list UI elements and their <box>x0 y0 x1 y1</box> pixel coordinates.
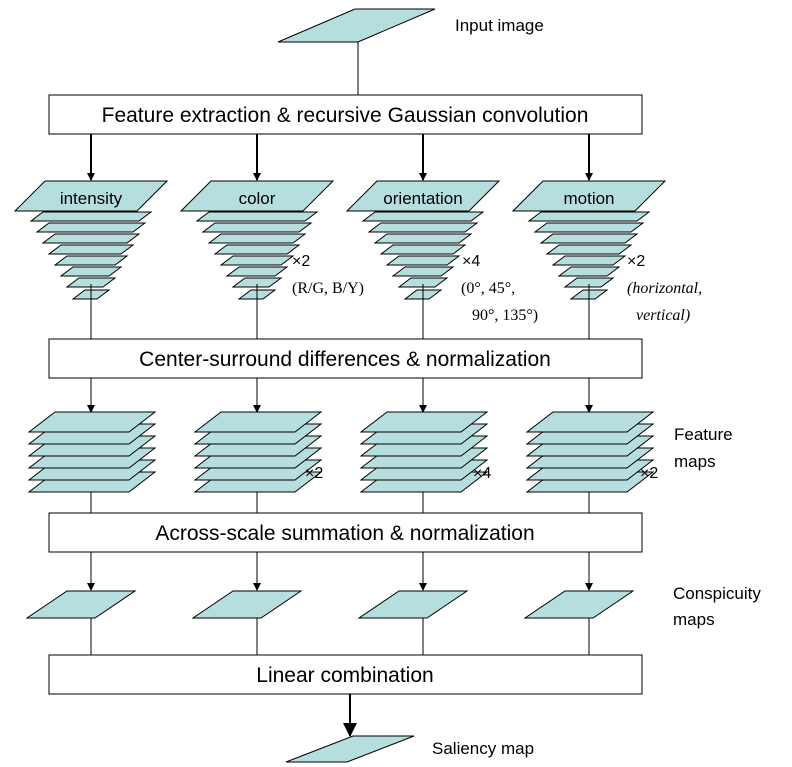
conspicuity-label-1: Conspicuity <box>673 584 761 603</box>
center-surround-box <box>48 338 643 379</box>
across-scale-box <box>48 512 643 553</box>
pyramid-arrows <box>87 134 593 181</box>
intensity-pyramid-level <box>13 180 169 212</box>
color-pyramid-level <box>225 266 289 277</box>
color-pyramid-level <box>195 211 319 222</box>
motion-pyramid <box>511 180 667 300</box>
motion-pyramid-level <box>511 180 667 212</box>
channel-label-color: color <box>239 189 276 208</box>
saliency-map-label: Saliency map <box>432 739 534 758</box>
orientation-pyramid-multiplier: ×4 <box>462 253 480 270</box>
motion-feature-map <box>525 411 655 433</box>
channel-label-motion: motion <box>563 189 614 208</box>
feature-extraction-box <box>48 94 643 135</box>
intensity-pyramid-level <box>35 222 147 233</box>
intensity-feature-map-stack <box>27 411 157 493</box>
saliency-map-shape <box>285 735 415 763</box>
motion-pyramid-level <box>545 244 633 255</box>
feature-maps-label-1: Feature <box>674 425 733 444</box>
color-pyramid-level <box>213 244 301 255</box>
motion-pyramid-level <box>533 222 645 233</box>
pyramid-connectors <box>90 284 590 339</box>
across-scale-label: Across-scale summation & normalization <box>155 522 534 545</box>
color-feature-map <box>193 411 323 433</box>
orientation-conspicuity-map <box>357 590 469 619</box>
channel-label-intensity: intensity <box>60 189 123 208</box>
conspicuity-connectors <box>90 618 590 655</box>
motion-note-line1: (horizontal, <box>627 280 702 297</box>
intensity-pyramid-level <box>59 266 123 277</box>
motion-note-line2: vertical) <box>636 307 690 324</box>
orientation-pyramid <box>345 180 501 300</box>
intensity-pyramid-level <box>53 255 129 266</box>
motion-pyramid-level <box>551 255 627 266</box>
pyramids <box>13 180 667 300</box>
motion-feature-multiplier: ×2 <box>640 465 658 482</box>
orientation-pyramid-level <box>367 222 479 233</box>
intensity-pyramid-level <box>41 233 141 244</box>
orientation-feature-map-stack <box>359 411 489 493</box>
orientation-pyramid-level <box>379 244 467 255</box>
feature-connectors <box>90 492 590 513</box>
intensity-pyramid-level <box>29 211 153 222</box>
orientation-feature-map <box>359 411 489 433</box>
intensity-pyramid <box>13 180 169 300</box>
feature-map-arrows <box>87 378 593 413</box>
linear-combination-box <box>48 654 643 695</box>
intensity-feature-map <box>27 411 157 433</box>
feature-extraction-label: Feature extraction & recursive Gaussian … <box>102 104 589 127</box>
orientation-pyramid-level <box>345 180 501 212</box>
orientation-pyramid-level <box>385 255 461 266</box>
color-feature-multiplier: ×2 <box>305 465 323 482</box>
orientation-note-line2: 90°, 135°) <box>472 307 538 324</box>
motion-pyramid-multiplier: ×2 <box>627 253 645 270</box>
color-pyramid-level <box>179 180 335 212</box>
motion-pyramid-level <box>539 233 639 244</box>
linear-combination-label: Linear combination <box>256 664 433 687</box>
color-pyramid-level <box>219 255 295 266</box>
color-note: (R/G, B/Y) <box>292 280 364 297</box>
motion-pyramid-level <box>557 266 621 277</box>
conspicuity-arrows <box>87 552 593 591</box>
center-surround-label: Center-surround differences & normalizat… <box>139 348 551 371</box>
motion-conspicuity-map <box>523 590 635 619</box>
input-image-label: Input image <box>455 16 544 35</box>
color-conspicuity-map <box>191 590 303 619</box>
color-feature-map-stack <box>193 411 323 493</box>
orientation-pyramid-level <box>361 211 485 222</box>
color-pyramid-level <box>201 222 313 233</box>
color-pyramid-level <box>207 233 307 244</box>
input-image-shape <box>277 8 436 43</box>
orientation-feature-multiplier: ×4 <box>473 465 491 482</box>
conspicuity-label-2: maps <box>673 610 715 629</box>
feature-maps-label-2: maps <box>674 452 716 471</box>
orientation-pyramid-level <box>391 266 455 277</box>
motion-feature-map-stack <box>525 411 655 493</box>
conspicuity-maps <box>25 590 635 619</box>
motion-pyramid-level <box>527 211 651 222</box>
orientation-pyramid-level <box>373 233 473 244</box>
orientation-note-line1: (0°, 45°, <box>461 280 515 297</box>
channel-label-orientation: orientation <box>383 189 462 208</box>
intensity-pyramid-level <box>47 244 135 255</box>
feature-map-stacks <box>27 411 655 493</box>
color-pyramid-multiplier: ×2 <box>292 253 310 270</box>
intensity-conspicuity-map <box>25 590 137 619</box>
